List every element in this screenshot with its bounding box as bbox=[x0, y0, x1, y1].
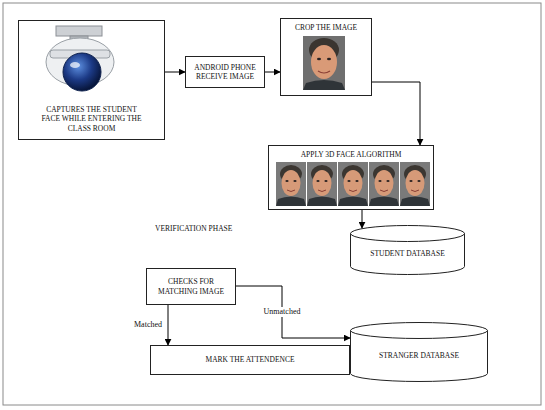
flow-arrow bbox=[265, 72, 280, 73]
process-box: MARK THE ATTENDENCE bbox=[150, 345, 350, 375]
decision-box: CHECKS FOR MATCHING IMAGE bbox=[146, 268, 236, 305]
node-text: STUDENT DATABASE bbox=[356, 249, 459, 258]
flow-arrow bbox=[168, 305, 169, 345]
node-text: ANDROID PHONE RECEIVE IMAGE bbox=[189, 63, 261, 82]
phase-label: VERIFICATION PHASE bbox=[155, 224, 232, 233]
node-text: MARK THE ATTENDENCE bbox=[155, 355, 345, 364]
eye bbox=[317, 58, 321, 60]
camera-illustration bbox=[46, 26, 114, 91]
face-photo bbox=[307, 162, 337, 206]
crop-box: CROP THE IMAGE bbox=[280, 18, 372, 96]
camera-mount bbox=[56, 26, 102, 36]
node-text: APPLY 3D FACE ALGORITHM bbox=[273, 150, 429, 159]
cropped-face-photo bbox=[303, 36, 345, 90]
outer-frame bbox=[3, 3, 541, 405]
shirt bbox=[303, 80, 345, 90]
edge-label: Unmatched bbox=[263, 307, 302, 317]
face-photo bbox=[276, 162, 306, 206]
face-photo bbox=[338, 162, 368, 206]
node-text: CHECKS FOR MATCHING IMAGE bbox=[151, 277, 231, 296]
algorithm-box: APPLY 3D FACE ALGORITHM bbox=[268, 145, 434, 210]
face-photo bbox=[400, 162, 430, 206]
cylinder-top bbox=[351, 226, 465, 242]
camera-lens bbox=[63, 53, 101, 91]
flow-arrow bbox=[362, 210, 363, 228]
process-box: ANDROID PHONE RECEIVE IMAGE bbox=[185, 56, 265, 88]
camera-box: CAPTURES THE STUDENT FACE WHILE ENTERING… bbox=[18, 20, 165, 140]
database-cylinder: STUDENT DATABASE bbox=[350, 225, 465, 275]
flow-arrow bbox=[165, 72, 185, 73]
mouth bbox=[318, 71, 330, 73]
face-photo bbox=[369, 162, 399, 206]
node-text: CAPTURES THE STUDENT FACE WHILE ENTERING… bbox=[37, 105, 146, 133]
face bbox=[311, 45, 337, 79]
flow-arrow bbox=[236, 286, 350, 338]
lens-highlight bbox=[70, 62, 80, 68]
edge-label: Matched bbox=[133, 320, 163, 330]
photo-ground bbox=[303, 36, 345, 90]
cylinder-top bbox=[351, 323, 488, 339]
face-strip-photos bbox=[276, 162, 430, 206]
node-text: CROP THE IMAGE bbox=[285, 23, 367, 32]
node-text: STRANGER DATABASE bbox=[356, 351, 482, 360]
flow-arrow bbox=[372, 82, 420, 145]
database-cylinder: STRANGER DATABASE bbox=[350, 322, 488, 382]
eye bbox=[327, 58, 331, 60]
